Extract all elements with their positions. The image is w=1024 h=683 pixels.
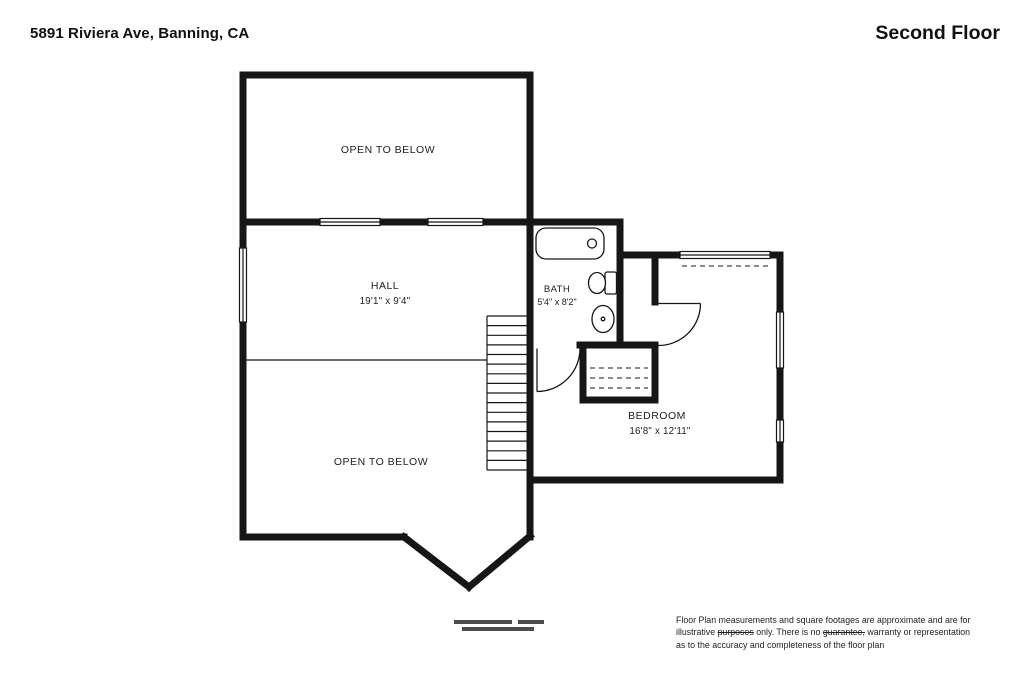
stair-treads <box>487 315 527 471</box>
clipped-text-fragment <box>452 618 552 634</box>
clipped-text-bar <box>518 620 544 624</box>
bathtub-drain <box>586 238 598 249</box>
bathtub <box>535 227 605 260</box>
toilet <box>587 271 618 295</box>
room-dimensions-bath: 5'4" x 8'2" <box>537 297 576 307</box>
bath-door-arc <box>536 348 581 393</box>
room-dimensions-bedroom: 16'8" x 12'11" <box>629 426 691 437</box>
disclaimer-line-1: Floor Plan measurements and square foota… <box>676 615 971 625</box>
bath-fixtures <box>535 227 618 334</box>
room-labels: OPEN TO BELOW HALL 19'1" x 9'4" BATH 5'4… <box>334 144 691 468</box>
disclaimer: Floor Plan measurements and square foota… <box>676 614 1016 651</box>
dashed-lines <box>590 265 768 389</box>
window-hall-top-1 <box>319 217 381 227</box>
disclaimer-text: only. There is no <box>753 627 823 638</box>
struck-word-purposes: purposes <box>717 627 754 638</box>
window-bedroom-right-2 <box>775 419 785 443</box>
window-hall-top-2 <box>427 217 484 227</box>
disclaimer-line-3: as to the accuracy and completeness of t… <box>676 639 885 650</box>
struck-word-guarantee: guarantee, <box>822 627 865 638</box>
wall-outline <box>239 71 784 592</box>
clipped-text-bar <box>454 620 512 624</box>
floor-title: Second Floor <box>875 22 1000 44</box>
disclaimer-text: illustrative <box>676 627 718 638</box>
windows <box>238 217 785 443</box>
window-bedroom-top <box>679 250 771 260</box>
room-label-open-to-below-top: OPEN TO BELOW <box>341 144 435 156</box>
toilet-tank <box>604 271 618 295</box>
room-label-hall: HALL <box>371 280 399 292</box>
sink-drain <box>600 316 606 322</box>
window-hall-left <box>238 247 248 323</box>
closet-dashed-lines <box>590 367 648 389</box>
window-bedroom-right-1 <box>775 311 785 369</box>
property-address: 5891 Riviera Ave, Banning, CA <box>30 25 250 42</box>
room-label-bedroom: BEDROOM <box>628 410 686 422</box>
disclaimer-text: warranty or representation <box>864 627 971 638</box>
staircase <box>486 315 527 471</box>
sink <box>591 304 615 334</box>
bedroom-door <box>658 302 702 347</box>
bath-door <box>536 348 581 393</box>
room-label-open-to-below-bottom: OPEN TO BELOW <box>334 456 428 468</box>
walls <box>239 71 784 592</box>
disclaimer-line-2: illustrative purposes only. There is no … <box>676 626 1016 638</box>
doors <box>536 302 702 393</box>
bedroom-door-arc <box>658 303 702 347</box>
toilet-bowl <box>587 271 607 295</box>
clipped-text-bar <box>462 627 534 631</box>
room-label-bath: BATH <box>544 284 570 295</box>
room-dimensions-hall: 19'1" x 9'4" <box>360 296 411 307</box>
